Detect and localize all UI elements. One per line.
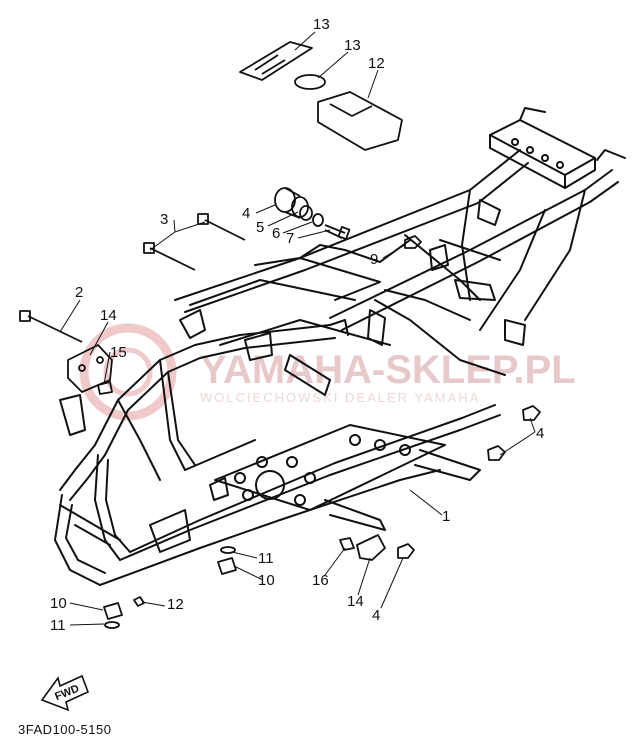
callout-14-lower: 16 (312, 572, 329, 589)
callout-15: 12 (368, 55, 385, 72)
callout-7: 6 (272, 225, 280, 242)
callout-9: 9 (370, 251, 378, 268)
callout-11-front: 11 (50, 617, 66, 634)
watermark-tagline: WOLCIECHOWSKI DEALER YAMAHA (200, 390, 480, 405)
part-6-spacer (299, 205, 313, 221)
callout-1: 1 (442, 508, 450, 525)
part-15-pouch (317, 91, 403, 151)
frame-assembly (54, 107, 626, 586)
part-2-bolt (27, 315, 83, 343)
part-14-washer (97, 381, 113, 395)
part-16-bracket (239, 41, 313, 81)
callout-13-lower: 14 (347, 593, 364, 610)
part-11-washer-front (104, 621, 120, 629)
forward-direction-arrow: FWD (40, 674, 90, 712)
callout-14: 15 (110, 344, 127, 361)
callout-13: 14 (100, 307, 117, 324)
callout-labels: 13 13 12 4 3 5 6 7 9 2 14 15 4 1 12 11 1… (50, 16, 544, 634)
callout-11-middle: 11 (258, 550, 274, 567)
callout-2: 2 (75, 284, 83, 301)
callout-6: 5 (256, 219, 264, 236)
watermark-brand: YAMAHA-SKLEP.PL (200, 348, 576, 392)
callout-4-bottom: 4 (372, 607, 380, 624)
part-17-seal (294, 74, 326, 90)
leader-lines (59, 31, 536, 626)
part-7-washer (312, 213, 324, 227)
part-13-plate (67, 344, 113, 393)
part-10-bushing-front (103, 602, 123, 620)
part-11-washer (220, 546, 236, 554)
part-4-nut-lower (487, 445, 506, 461)
watermark: YAMAHA-SKLEP.PL WOLCIECHOWSKI DEALER YAM… (79, 323, 576, 421)
part-4-nut-upper (522, 405, 541, 421)
part-3-bolt-upper (204, 219, 246, 241)
callout-17: 13 (344, 37, 361, 54)
part-12-bolt (133, 596, 145, 607)
part-3-bolt-lower (149, 247, 196, 271)
callout-3: 3 (160, 211, 168, 228)
part-9-nut (404, 235, 422, 249)
part-code: 3FAD100-5150 (18, 722, 112, 737)
part-4-nut-lower-right (397, 543, 415, 559)
part-10-bushing (217, 557, 237, 575)
callout-4-right: 4 (536, 425, 544, 442)
loose-parts (19, 41, 541, 629)
callout-12-visible: 12 (167, 596, 184, 613)
callout-10-front: 10 (50, 595, 67, 612)
callout-10-middle: 10 (258, 572, 275, 589)
part-14-washer-lower (339, 537, 355, 551)
callout-5: 4 (242, 205, 250, 222)
part-13-plate-lower (356, 534, 386, 561)
callout-8: 7 (286, 230, 294, 247)
watermark-logo (79, 323, 177, 421)
callout-16: 13 (313, 16, 330, 33)
